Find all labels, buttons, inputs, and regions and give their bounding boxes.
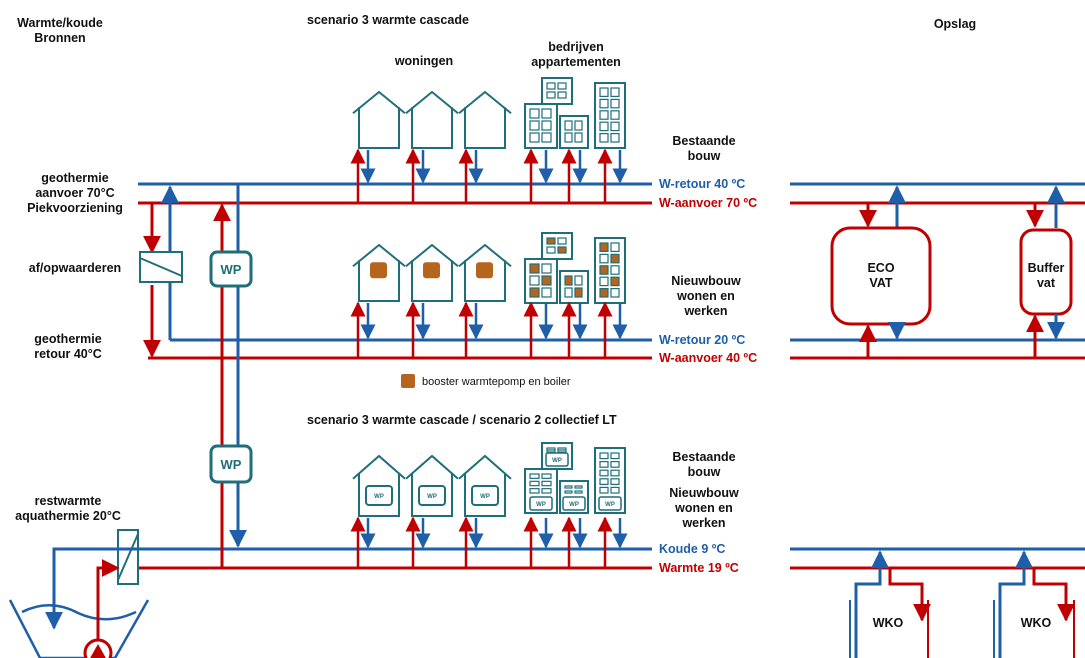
- wko-2: WKO: [993, 550, 1075, 658]
- building-icon: [594, 237, 626, 304]
- geo-return-2: retour 40°C: [34, 347, 102, 361]
- geo-supply-3: Piekvoorziening: [27, 201, 123, 215]
- booster-icon: [423, 262, 440, 279]
- building-icon: WP: [524, 468, 558, 514]
- geo-supply-1: geothermie: [41, 171, 108, 185]
- buffer-vat-label-2: vat: [1037, 276, 1056, 290]
- house-icon: [405, 90, 459, 149]
- house-icon: WP: [352, 454, 406, 517]
- eco-vat-label-2: VAT: [869, 276, 893, 290]
- label-cold-9: Koude 9 ºC: [659, 542, 725, 556]
- aquathermie-1: restwarmte: [35, 494, 102, 508]
- existing-label-2: bouw: [688, 149, 721, 163]
- svg-text:WP: WP: [374, 494, 384, 500]
- svg-text:WP: WP: [552, 458, 562, 464]
- bedrijven-label-1: bedrijven: [548, 40, 604, 54]
- building-icon: [594, 82, 626, 149]
- building-icon: [559, 270, 589, 304]
- heat-pump-lower: WP: [209, 444, 253, 484]
- wko-2-label: WKO: [1021, 616, 1052, 630]
- scenario-bottom-title: scenario 3 warmte cascade / scenario 2 c…: [307, 413, 617, 427]
- new-label-1: Nieuwbouw: [671, 274, 741, 288]
- bedrijven-label-2: appartementen: [531, 55, 621, 69]
- aquathermie-2: aquathermie 20°C: [15, 509, 121, 523]
- houses-bottom: WP WP WP WP WP WP WP: [350, 442, 628, 568]
- eco-vat: ECO VAT: [830, 185, 932, 358]
- house-icon: [405, 243, 459, 302]
- sources-header-2: Bronnen: [34, 31, 85, 45]
- building-icon: [559, 115, 589, 149]
- booster-icon: [370, 262, 387, 279]
- house-icon: [352, 90, 406, 149]
- mini-heat-pump-icon: [529, 496, 553, 511]
- house-icon: [352, 243, 406, 302]
- woningen-label: woningen: [394, 54, 453, 68]
- svg-text:WP: WP: [605, 502, 615, 508]
- bottom-label-3: Nieuwbouw: [669, 486, 739, 500]
- building-icon: WP: [541, 442, 573, 470]
- booster-legend-swatch: [401, 374, 415, 388]
- label-w-supply-40: W-aanvoer 40 ºC: [659, 351, 757, 365]
- wko-1-label: WKO: [873, 616, 904, 630]
- geo-return-1: geothermie: [34, 332, 101, 346]
- bottom-label-5: werken: [681, 516, 725, 530]
- heat-pump-upper-label: WP: [221, 262, 242, 277]
- heat-pump-lower-label: WP: [221, 457, 242, 472]
- mini-heat-pump-icon: [598, 496, 622, 511]
- building-icon: [524, 258, 558, 304]
- label-w-supply-70: W-aanvoer 70 ºC: [659, 196, 757, 210]
- new-label-3: werken: [683, 304, 727, 318]
- house-icon: WP: [405, 454, 459, 517]
- eco-vat-label-1: ECO: [867, 261, 894, 275]
- mini-heat-pump-icon: [418, 485, 446, 506]
- svg-text:WP: WP: [427, 494, 437, 500]
- heat-exchanger-upgrade: [139, 251, 183, 283]
- label-w-return-40: W-retour 40 ºC: [659, 177, 745, 191]
- sources-header-1: Warmte/koude: [17, 16, 103, 30]
- bottom-label-2: bouw: [688, 465, 721, 479]
- booster-icon: [476, 262, 493, 279]
- house-icon: [458, 243, 512, 302]
- booster-legend-label: booster warmtepomp en boiler: [422, 376, 571, 388]
- geo-supply-2: aanvoer 70°C: [35, 186, 114, 200]
- buffer-vat-label-1: Buffer: [1028, 261, 1065, 275]
- bottom-label-1: Bestaande: [672, 450, 735, 464]
- buffer-vat: Buffer vat: [1019, 185, 1073, 358]
- svg-text:WP: WP: [569, 502, 579, 508]
- heat-pump-upper: WP: [209, 250, 253, 288]
- new-label-2: wonen en: [676, 289, 735, 303]
- bottom-label-4: wonen en: [674, 501, 733, 515]
- storage-header: Opslag: [934, 17, 976, 31]
- building-icon: WP: [559, 480, 589, 514]
- aquathermie-source: [8, 529, 150, 658]
- label-warm-19: Warmte 19 ºC: [659, 561, 739, 575]
- wko-1: WKO: [849, 550, 931, 658]
- house-icon: [458, 90, 512, 149]
- building-icon: [541, 232, 573, 260]
- house-icon: WP: [458, 454, 512, 517]
- mini-heat-pump-icon: [562, 496, 586, 511]
- building-icon: [541, 77, 573, 105]
- mini-heat-pump-icon: [545, 452, 569, 467]
- mini-heat-pump-icon: [365, 485, 393, 506]
- mini-heat-pump-icon: [471, 485, 499, 506]
- houses-existing: [350, 77, 628, 203]
- building-icon: WP: [594, 447, 626, 514]
- upgrade-label: af/opwaarderen: [29, 261, 121, 275]
- label-w-return-20: W-retour 20 ºC: [659, 333, 745, 347]
- svg-text:WP: WP: [480, 494, 490, 500]
- houses-new: [350, 232, 628, 358]
- scenario-top-title: scenario 3 warmte cascade: [307, 13, 469, 27]
- svg-text:WP: WP: [536, 502, 546, 508]
- building-icon: [524, 103, 558, 149]
- left-connections: [143, 184, 247, 568]
- existing-label-1: Bestaande: [672, 134, 735, 148]
